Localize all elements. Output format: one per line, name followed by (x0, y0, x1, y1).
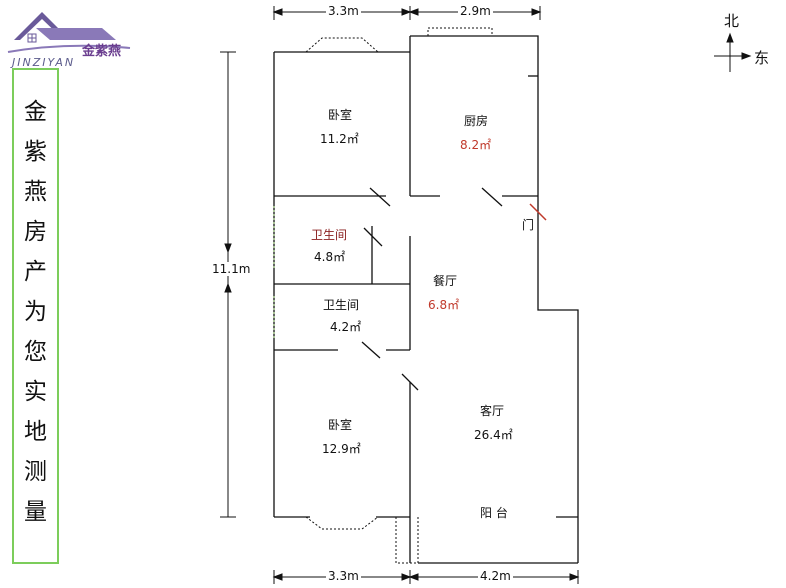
room-bedroom-top-area: 11.2㎡ (320, 132, 359, 146)
room-living-name: 客厅 (480, 404, 505, 418)
bay-window-top (305, 37, 379, 53)
room-balcony-name: 阳 台 (480, 506, 508, 520)
room-bathroom2-area: 4.2㎡ (330, 320, 362, 334)
vertical-caption-char: 房 (24, 219, 47, 245)
door-bathroom1 (363, 227, 383, 247)
room-dining-name: 餐厅 (433, 274, 458, 288)
kitchen-window (427, 27, 493, 36)
door-kitchen (481, 187, 503, 207)
dim-top-left: 3.3m (326, 4, 361, 18)
door-bedroom-bottom (401, 373, 419, 391)
room-bathroom2-name: 卫生间 (323, 298, 360, 312)
vertical-caption-char: 紫 (24, 139, 47, 165)
logo: 金紫燕 JINZIYAN (6, 4, 132, 69)
room-bathroom1-name: 卫生间 (311, 228, 348, 242)
room-bedroom-bottom-area: 12.9㎡ (322, 442, 361, 456)
outer-wall-top-right (410, 35, 579, 517)
dim-bottom-left: 3.3m (326, 569, 361, 583)
door-bathroom2 (361, 341, 381, 359)
dim-height: 11.1m (210, 262, 253, 276)
bay-window-bottom (305, 516, 379, 530)
room-kitchen-area: 8.2㎡ (460, 138, 492, 152)
vertical-caption-char: 实 (24, 379, 47, 405)
door-entrance (529, 203, 547, 221)
dim-bottom-right: 4.2m (478, 569, 513, 583)
room-living-area: 26.4㎡ (474, 428, 513, 442)
house-logo-icon (7, 12, 131, 53)
logo-english-text: JINZIYAN (12, 56, 76, 69)
vertical-caption-char: 为 (24, 299, 47, 325)
vertical-caption-char: 金 (24, 99, 47, 125)
compass-north-label: 北 (724, 12, 740, 30)
vertical-caption-box: 金紫燕房产为您实地测量 (12, 68, 59, 564)
vertical-caption-char: 量 (24, 499, 47, 525)
door-entrance-label: 门 (522, 218, 535, 232)
door-bedroom-top (369, 187, 391, 207)
vertical-caption-char: 燕 (24, 179, 47, 205)
vertical-caption-char: 地 (24, 419, 47, 445)
vertical-caption-char: 产 (24, 259, 47, 285)
room-bedroom-bottom-name: 卧室 (328, 418, 353, 432)
balcony-stub (395, 517, 419, 564)
room-dining-area: 6.8㎡ (428, 298, 460, 312)
room-bedroom-top-name: 卧室 (328, 108, 353, 122)
vertical-caption-char: 您 (24, 339, 47, 365)
room-bathroom1-area: 4.8㎡ (314, 250, 346, 264)
vertical-caption-char: 测 (24, 459, 47, 485)
dim-top-right: 2.9m (458, 4, 493, 18)
logo-brand-text: 金紫燕 (82, 44, 122, 59)
compass-east-label: 东 (754, 49, 770, 67)
room-kitchen-name: 厨房 (464, 114, 489, 128)
